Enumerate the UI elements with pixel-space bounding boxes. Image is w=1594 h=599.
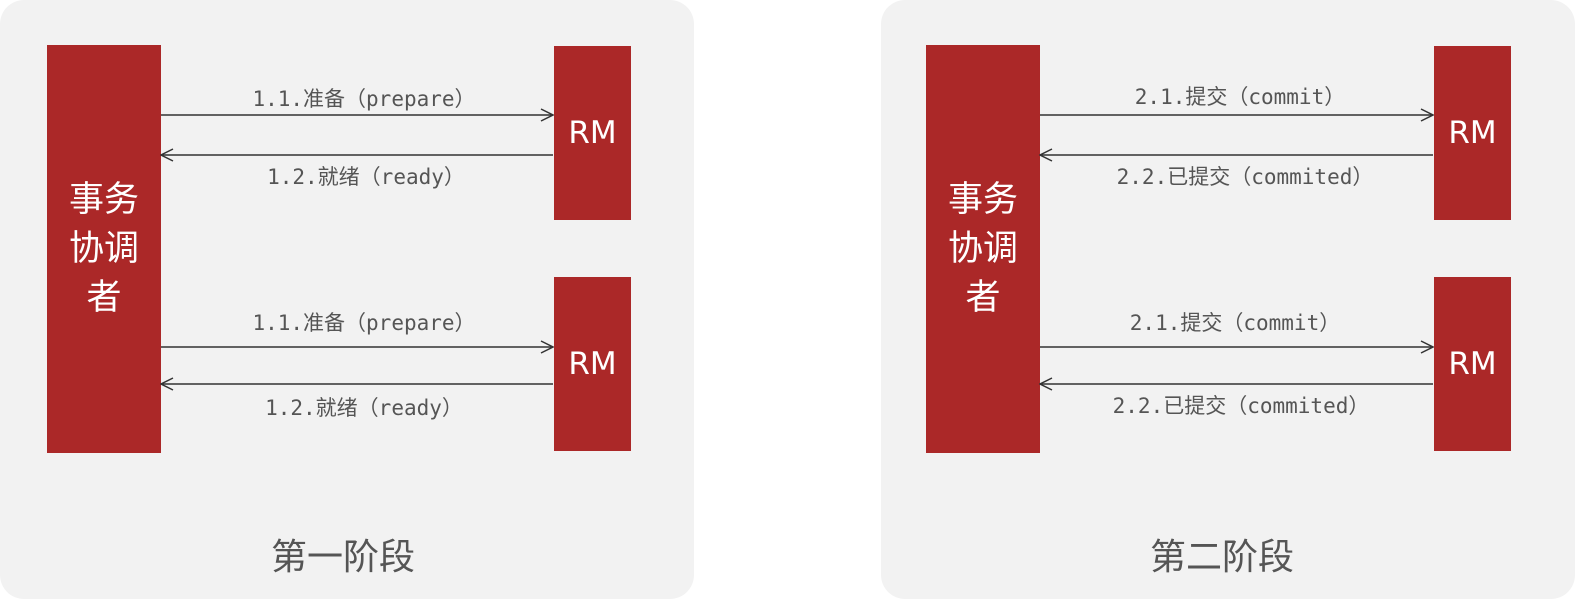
phase1-rm-bottom-box: RM bbox=[554, 277, 631, 451]
phase2-rm-bottom-label: RM bbox=[1448, 346, 1497, 382]
phase2-rm-top-label: RM bbox=[1448, 115, 1497, 151]
phase1-bottom-request-label: 1.1.准备（prepare） bbox=[252, 311, 476, 335]
phase1-coordinator-box: 事务协调者 bbox=[47, 45, 161, 453]
phase2-rm-top-box: RM bbox=[1434, 46, 1511, 220]
phase2-top-request-label: 2.1.提交（commit） bbox=[1134, 85, 1346, 109]
phase2-title: 第二阶段 bbox=[1149, 537, 1295, 578]
phase1-coordinator-label: 事务协调者 bbox=[68, 179, 139, 318]
phase2-top-response-label: 2.2.已提交（commited） bbox=[1116, 165, 1374, 189]
phase1-rm-top-label: RM bbox=[568, 115, 617, 151]
phase2-coordinator-box: 事务协调者 bbox=[926, 45, 1040, 453]
phase1-top-response-label: 1.2.就绪（ready） bbox=[267, 165, 465, 189]
phase1-rm-top-box: RM bbox=[554, 46, 631, 220]
phase1-bottom-response-label: 1.2.就绪（ready） bbox=[265, 396, 463, 420]
phase1-rm-bottom-label: RM bbox=[568, 346, 617, 382]
phase2-bottom-request-label: 2.1.提交（commit） bbox=[1129, 311, 1341, 335]
phase2-rm-bottom-box: RM bbox=[1434, 277, 1511, 451]
phase1-top-request-label: 1.1.准备（prepare） bbox=[252, 87, 476, 111]
phase2-bottom-response-label: 2.2.已提交（commited） bbox=[1112, 394, 1370, 418]
phase1-title: 第一阶段 bbox=[270, 537, 416, 578]
phase2-coordinator-label: 事务协调者 bbox=[947, 179, 1018, 318]
